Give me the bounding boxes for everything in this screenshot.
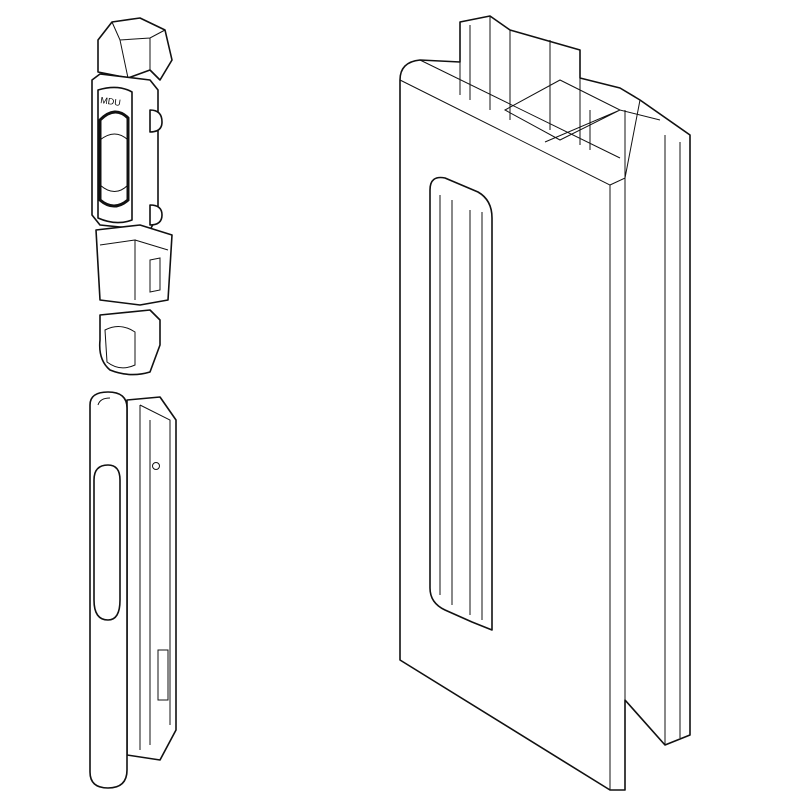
latch-mechanism: MDU — [91, 17, 173, 376]
flush-pull-handle — [89, 391, 177, 789]
aluminium-frame-profile — [399, 15, 691, 791]
latch-logo: MDU — [100, 95, 122, 108]
